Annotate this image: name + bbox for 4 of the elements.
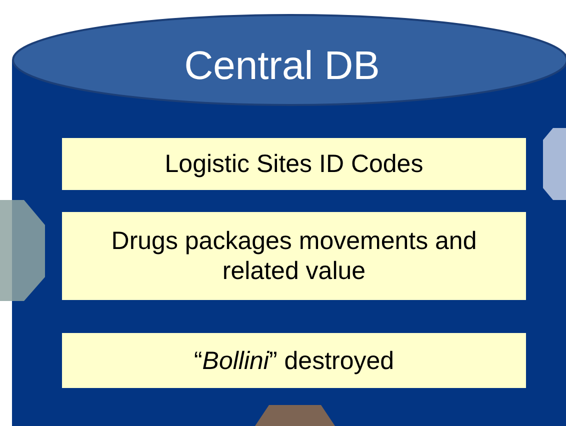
data-box: Drugs packages movements and related value [62,212,526,300]
data-box: Logistic Sites ID Codes [62,138,526,190]
database-title: Central DB [183,43,381,90]
data-box: “Bollini” destroyed [62,333,526,388]
